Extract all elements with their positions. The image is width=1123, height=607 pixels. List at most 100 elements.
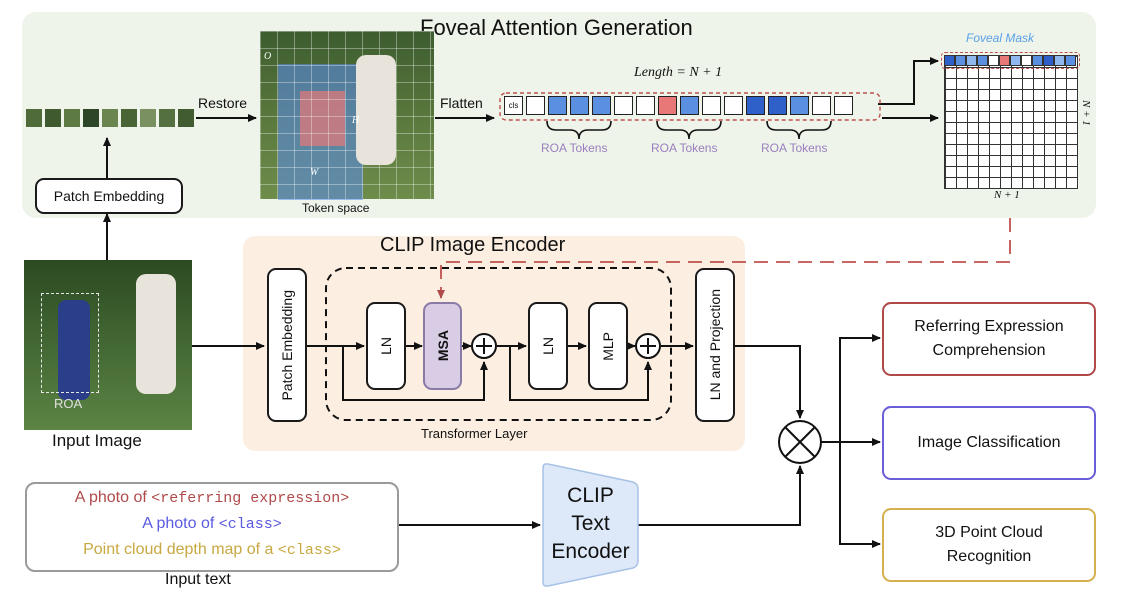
residual-1 bbox=[342, 346, 488, 401]
image-patch bbox=[140, 109, 156, 127]
matrix-bottom-label: N + 1 bbox=[994, 189, 1020, 201]
task-referring-expression: Referring Expression Comprehension bbox=[882, 302, 1096, 376]
ln-projection-block: LN and Projection bbox=[695, 268, 735, 422]
sequence-token bbox=[768, 96, 787, 115]
input-image: ROA bbox=[24, 260, 192, 430]
image-patch bbox=[178, 109, 194, 127]
transformer-layer-label: Transformer Layer bbox=[421, 426, 528, 441]
axis-w-label: W bbox=[310, 167, 319, 178]
kicker-figure bbox=[136, 274, 176, 394]
roa-tokens-label-2: ROA Tokens bbox=[651, 141, 718, 155]
image-patch bbox=[45, 109, 61, 127]
axis-h-label: H bbox=[352, 115, 360, 126]
foveal-mask-cell bbox=[1010, 55, 1021, 66]
input-text-line-1: A photo of <referring expression> bbox=[27, 489, 397, 507]
task-3d-point-cloud: 3D Point Cloud Recognition bbox=[882, 508, 1096, 582]
sequence-token bbox=[724, 96, 743, 115]
foveal-mask-label: Foveal Mask bbox=[966, 31, 1035, 45]
input-text-line-3: Point cloud depth map of a <class> bbox=[27, 541, 397, 559]
foveal-mask-cell bbox=[966, 55, 977, 66]
task-1-line-1: Referring Expression bbox=[914, 318, 1064, 335]
residual-2 bbox=[509, 346, 652, 401]
foveal-mask-cell bbox=[1054, 55, 1065, 66]
input-text-line-3-token: <class> bbox=[277, 542, 341, 559]
cls-token: cls bbox=[504, 96, 523, 115]
clip-text-encoder-shape bbox=[542, 463, 639, 587]
image-patch bbox=[64, 109, 80, 127]
roa-brace-1 bbox=[546, 120, 612, 140]
sequence-token bbox=[812, 96, 831, 115]
input-text-box: A photo of <referring expression> A phot… bbox=[25, 482, 399, 572]
foveal-mask-row bbox=[944, 55, 1076, 66]
sequence-token bbox=[614, 96, 633, 115]
foveal-mask-cell bbox=[988, 55, 999, 66]
ln-block-2: LN bbox=[528, 302, 568, 390]
mlp-block: MLP bbox=[588, 302, 628, 390]
input-image-label: Input Image bbox=[52, 431, 142, 450]
task-3-line-1: 3D Point Cloud bbox=[935, 524, 1043, 541]
roa-brace-3 bbox=[766, 120, 832, 140]
ln-block-2-label: LN bbox=[540, 337, 556, 355]
task-image-classification: Image Classification bbox=[882, 406, 1096, 480]
msa-block: MSA bbox=[423, 302, 462, 390]
msa-block-label: MSA bbox=[434, 330, 451, 362]
foveal-mask-cell bbox=[1032, 55, 1043, 66]
arrow-seq-to-mask bbox=[878, 57, 939, 105]
sequence-token bbox=[636, 96, 655, 115]
input-text-line-2-token: <class> bbox=[218, 516, 282, 533]
sequence-token bbox=[746, 96, 765, 115]
sequence-token bbox=[790, 96, 809, 115]
input-text-line-2: A photo of <class> bbox=[27, 515, 397, 533]
catcher-figure bbox=[58, 300, 90, 400]
foveal-mask-cell bbox=[1065, 55, 1076, 66]
foveal-mask-cell bbox=[977, 55, 988, 66]
sequence-token bbox=[658, 96, 677, 115]
input-text-line-2-prefix: A photo of bbox=[142, 515, 219, 532]
roa-box bbox=[41, 293, 99, 393]
flatten-label: Flatten bbox=[440, 95, 483, 111]
input-text-label: Input text bbox=[165, 571, 231, 588]
matrix-side-label: N + 1 bbox=[1080, 100, 1092, 126]
task-3-line-2: Recognition bbox=[946, 548, 1032, 565]
length-label: Length = N + 1 bbox=[634, 65, 723, 80]
arrow-to-rec bbox=[821, 334, 881, 443]
task-1-line-2: Comprehension bbox=[932, 342, 1046, 359]
restore-label: Restore bbox=[198, 95, 248, 111]
sequence-token bbox=[702, 96, 721, 115]
patch-embedding-clip-label: Patch Embedding bbox=[279, 289, 295, 401]
token-space-focus-overlay bbox=[300, 91, 345, 146]
sequence-token bbox=[834, 96, 853, 115]
token-space-label: Token space bbox=[302, 201, 370, 215]
attention-matrix bbox=[944, 55, 1078, 189]
token-sequence: cls bbox=[504, 96, 853, 115]
mlp-block-label: MLP bbox=[600, 331, 616, 361]
foveal-mask-cell bbox=[999, 55, 1010, 66]
foveal-mask-cell bbox=[1043, 55, 1054, 66]
clip-encoder-title: CLIP Image Encoder bbox=[380, 234, 566, 256]
arrow-image-features-to-mul bbox=[735, 345, 804, 419]
input-text-line-3-prefix: Point cloud depth map of a bbox=[83, 541, 278, 558]
arrow-to-3d bbox=[821, 441, 881, 548]
sequence-token bbox=[548, 96, 567, 115]
axis-o-label: O bbox=[264, 51, 272, 62]
clip-text-encoder-label: CLIP Text Encoder bbox=[543, 482, 638, 566]
roa-brace-2 bbox=[656, 120, 722, 140]
foveal-mask-cell bbox=[1021, 55, 1032, 66]
ln-block-1: LN bbox=[366, 302, 406, 390]
text-encoder-line-3: Encoder bbox=[551, 540, 630, 563]
task-2-label: Image Classification bbox=[917, 434, 1061, 451]
token-sequence-border bbox=[499, 92, 881, 121]
image-patch bbox=[159, 109, 175, 127]
roa-tokens-label-1: ROA Tokens bbox=[541, 141, 608, 155]
foveal-mask-cell bbox=[955, 55, 966, 66]
foveal-mask-row-border bbox=[941, 52, 1080, 69]
arrow-text-features-to-mul bbox=[638, 465, 804, 526]
image-patch bbox=[102, 109, 118, 127]
foveal-attention-panel bbox=[22, 12, 1096, 218]
foveal-attention-title: Foveal Attention Generation bbox=[420, 15, 693, 40]
roa-label: ROA bbox=[54, 396, 83, 411]
token-space-image: O H W bbox=[260, 31, 434, 200]
input-text-line-1-prefix: A photo of bbox=[74, 489, 152, 506]
ln-projection-label: LN and Projection bbox=[707, 289, 723, 401]
